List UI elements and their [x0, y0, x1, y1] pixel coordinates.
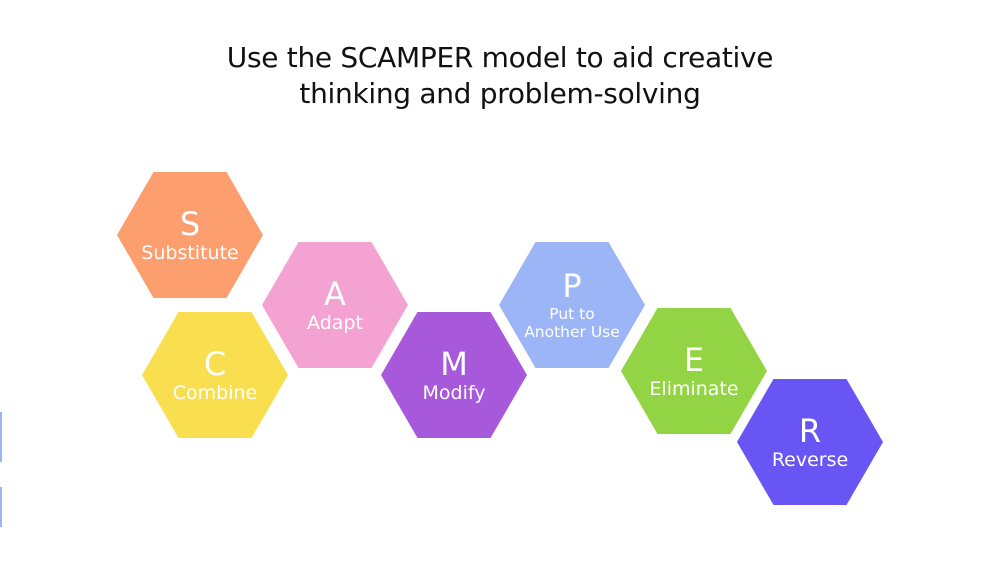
hexagon-letter: R — [798, 412, 822, 450]
hexagon-letter: E — [683, 341, 705, 379]
hexagon-substitute: S Substitute — [117, 172, 263, 298]
hexagon-label: Modify — [422, 382, 486, 404]
hexagon-letter: C — [203, 345, 227, 383]
hexagon-put-to-another-use: P Put to Another Use — [499, 242, 645, 368]
hexagon-letter: M — [440, 345, 468, 383]
hexagon-label: Put to Another Use — [524, 305, 620, 341]
title-line-1: Use the SCAMPER model to aid creative — [226, 41, 774, 74]
hexagon-adapt: A Adapt — [262, 242, 408, 368]
hexagon-letter: P — [562, 267, 582, 305]
hexagon-label: Eliminate — [649, 378, 739, 400]
hexagon-label: Substitute — [141, 242, 239, 264]
title-line-2: thinking and problem-solving — [299, 77, 701, 110]
hexagon-label: Reverse — [771, 449, 849, 471]
edge-artifact — [0, 487, 2, 527]
diagram-title: Use the SCAMPER model to aid creative th… — [0, 40, 1000, 112]
hexagon-reverse: R Reverse — [737, 379, 883, 505]
hexagon-letter: S — [179, 205, 201, 243]
hexagon-label: Adapt — [307, 312, 363, 334]
hexagon-label: Combine — [172, 382, 258, 404]
hexagon-combine: C Combine — [142, 312, 288, 438]
hexagon-letter: A — [324, 275, 346, 313]
hexagon-eliminate: E Eliminate — [621, 308, 767, 434]
hexagon-modify: M Modify — [381, 312, 527, 438]
edge-artifact — [0, 412, 2, 462]
